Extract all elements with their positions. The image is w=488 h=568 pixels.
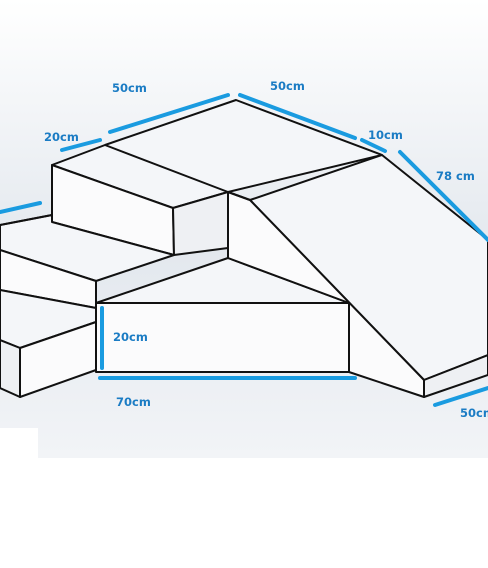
label-top-right-width: 50cm — [270, 79, 305, 93]
label-ramp-base: 50cm — [460, 406, 488, 420]
background-notch — [0, 428, 38, 458]
lower-step-back-edge — [0, 214, 53, 226]
label-step-depth: 20cm — [44, 130, 79, 144]
label-ramp-length: 78 cm — [436, 169, 475, 183]
dim-line-ramp-length — [398, 150, 488, 242]
dim-line-step-depth — [60, 138, 102, 152]
dim-line-ramp-top — [360, 138, 387, 153]
dim-line-ramp-base — [433, 386, 488, 407]
bottom-slab-side — [0, 339, 21, 398]
dim-line-top-right — [238, 93, 357, 140]
dim-line-top-left — [108, 93, 230, 134]
top-platform-seam — [104, 144, 229, 193]
label-top-left-width: 50cm — [112, 81, 147, 95]
ramp-top-edge — [227, 191, 251, 201]
label-block-width: 70cm — [116, 395, 151, 409]
label-block-height: 20cm — [113, 330, 148, 344]
label-ramp-top: 10cm — [368, 128, 403, 142]
ramp-side — [227, 191, 425, 398]
dim-line-left-edge — [0, 201, 42, 214]
